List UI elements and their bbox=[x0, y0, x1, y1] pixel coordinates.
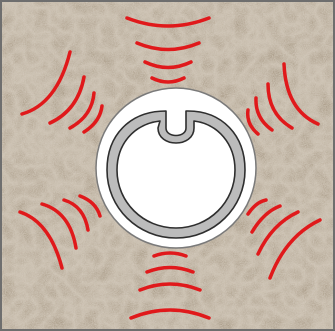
rock-bolt-diagram bbox=[0, 0, 335, 331]
diagram-canvas bbox=[0, 0, 335, 331]
